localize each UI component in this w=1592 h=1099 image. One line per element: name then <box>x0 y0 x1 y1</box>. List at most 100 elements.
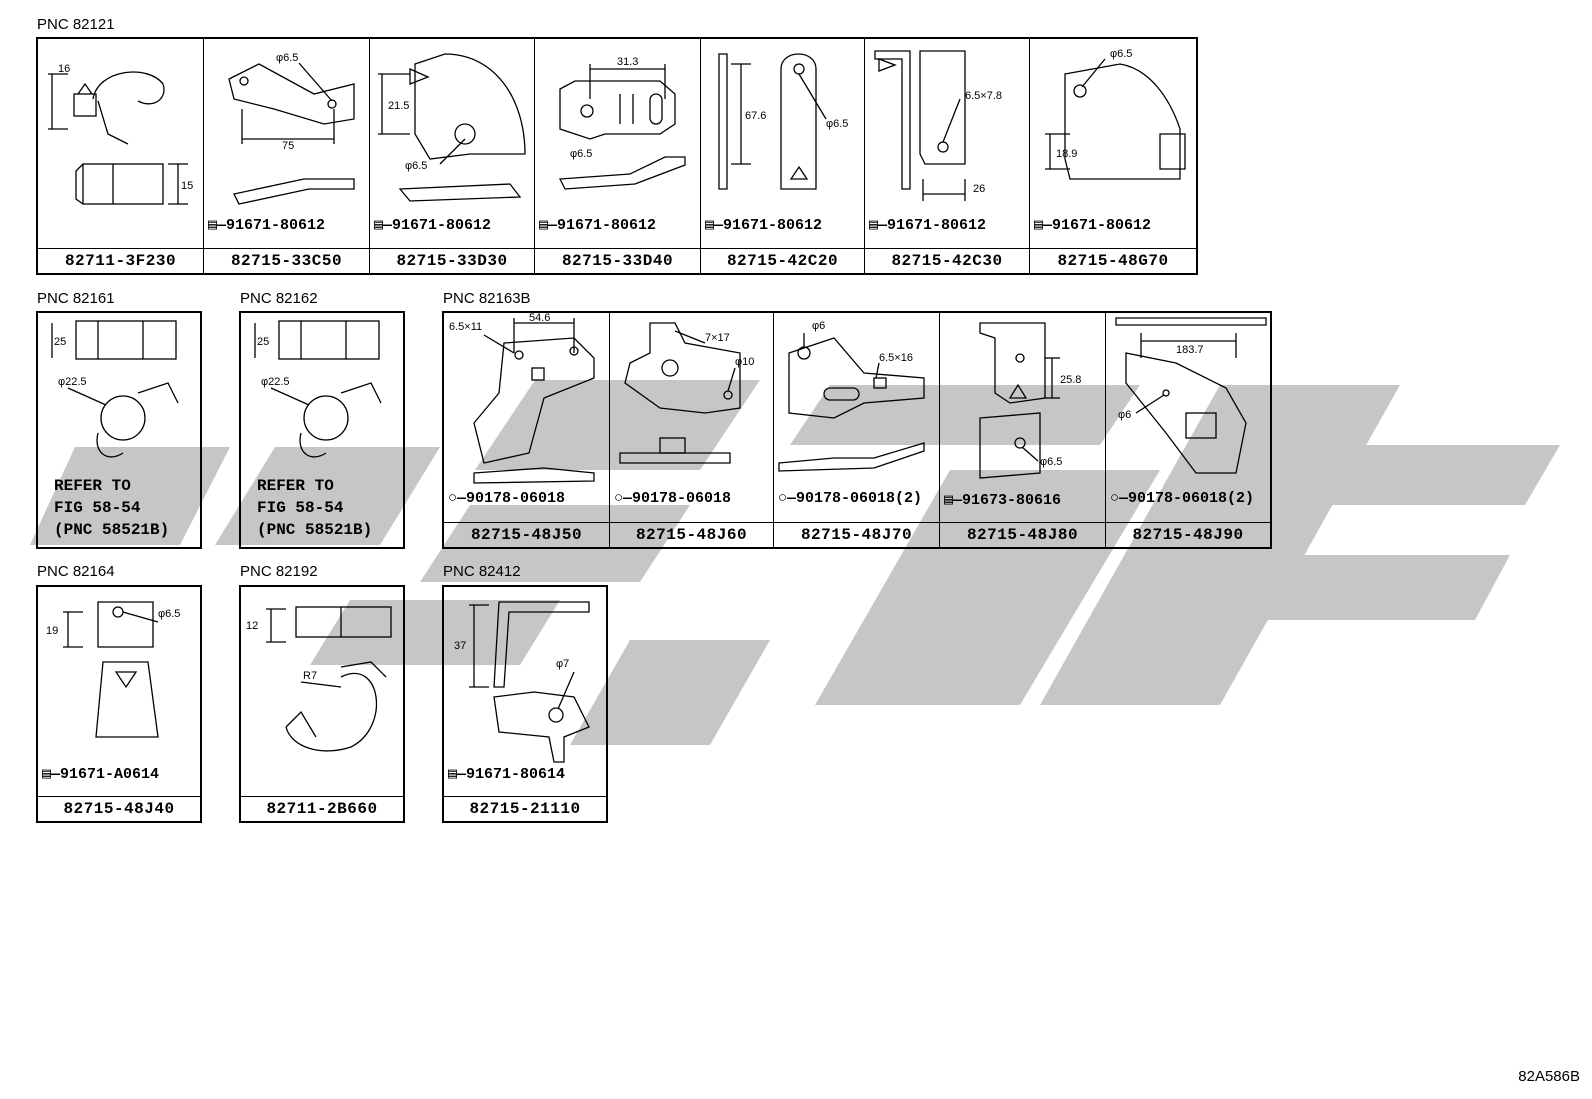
fastener-number: 91671-80614 <box>466 766 566 783</box>
part-number: 82715-42C30 <box>865 248 1029 273</box>
dim-label: φ6.5 <box>826 118 848 130</box>
dim-label: 26 <box>973 183 985 195</box>
part-cell-82715-42c20[interactable]: 67.6 φ6.5 ▤—91671-80612 82715-42C20 <box>701 39 865 273</box>
part-cell-82715-48j50[interactable]: 6.5×11 54.6 ○—90178-06018 82715-48J50 <box>444 313 610 547</box>
refer-note: REFER TO FIG 58-54 (PNC 58521B) <box>257 475 372 541</box>
screw-fastener: ○—90178-06018(2) <box>778 490 923 507</box>
clamp-drawing: 16 15 <box>48 63 193 205</box>
part-cell-82715-33c50[interactable]: φ6.5 75 ▤—91671-80612 82715-33C50 <box>204 39 370 273</box>
fastener-number: 91671-A0614 <box>60 766 160 783</box>
part-cell-82715-48j70[interactable]: φ6 6.5×16 ○—90178-06018(2) 82715-48J70 <box>774 313 940 547</box>
refer-line: REFER TO <box>257 477 334 495</box>
clamp-drawing: 12 R7 <box>246 606 392 752</box>
part-cell-82715-21110[interactable]: 37 φ7 ▤—91671-80614 82715-21110 <box>444 587 606 821</box>
bracket-drawing: 6.5×7.8 26 <box>874 50 1002 201</box>
dim-label: 67.6 <box>745 110 766 122</box>
part-cell-82715-42c30[interactable]: 6.5×7.8 26 ▤—91671-80612 82715-42C30 <box>865 39 1030 273</box>
part-cell-82715-33d30[interactable]: 21.5 φ6.5 ▤—91671-80612 82715-33D30 <box>370 39 535 273</box>
part-number: 82711-2B660 <box>241 796 403 821</box>
pnc-label-82161: PNC 82161 <box>37 290 115 307</box>
refer-line: REFER TO <box>54 477 131 495</box>
dim-label: 6.5×16 <box>879 352 913 364</box>
bolt-fastener: ▤—91671-80612 <box>208 217 326 234</box>
dim-label: φ6.5 <box>405 160 427 172</box>
part-number: 82715-48J70 <box>774 522 939 547</box>
pnc-label-82162: PNC 82162 <box>240 290 318 307</box>
group-82163b: 6.5×11 54.6 ○—90178-06018 82715-48J50 7×… <box>442 311 1272 549</box>
dim-label: φ22.5 <box>58 376 87 388</box>
dim-label: φ10 <box>735 356 754 368</box>
group-82412: 37 φ7 ▤—91671-80614 82715-21110 <box>442 585 608 823</box>
dim-label: 25 <box>54 336 66 348</box>
part-cell-82715-33d40[interactable]: 31.3 φ6.5 ▤—91671-80612 82715-33D40 <box>535 39 701 273</box>
clip-drawing: 25 φ22.5 <box>51 320 179 458</box>
bracket-drawing: φ6 6.5×16 <box>778 320 925 472</box>
part-cell-82711-2b660[interactable]: 12 R7 82711-2B660 <box>241 587 403 821</box>
group-82192: 12 R7 82711-2B660 <box>239 585 405 823</box>
part-cell-82715-48j90[interactable]: 183.7 φ6 ○—90178-06018(2) 82715-48J90 <box>1106 313 1270 547</box>
part-number: 82715-48J60 <box>610 522 773 547</box>
refer-note: REFER TO FIG 58-54 (PNC 58521B) <box>54 475 169 541</box>
bracket-drawing: φ6.5 18.9 <box>1045 48 1186 180</box>
dim-label: 15 <box>181 180 193 192</box>
part-number: 82715-48J50 <box>444 522 609 547</box>
part-number: 82715-48J40 <box>38 796 200 821</box>
part-number: 82715-42C20 <box>701 248 864 273</box>
pnc-label-82163b: PNC 82163B <box>443 290 531 307</box>
part-number: 82715-33C50 <box>204 248 369 273</box>
dim-label: 75 <box>282 140 294 152</box>
bolt-fastener: ▤—91671-80612 <box>539 217 657 234</box>
bolt-icon: ▤ <box>539 217 549 234</box>
group-82121: 16 15 82711-3F230 φ6.5 75 ▤—91671-80612 … <box>36 37 1198 275</box>
bracket-drawing: φ6.5 75 <box>228 52 355 205</box>
group-82162: 25 φ22.5 REFER TO FIG 58-54 (PNC 58521B) <box>239 311 405 549</box>
dim-label: φ22.5 <box>261 376 290 388</box>
part-cell-82715-48j60[interactable]: 7×17 φ10 ○—90178-06018 82715-48J60 <box>610 313 774 547</box>
bracket-drawing: 183.7 φ6 <box>1115 317 1267 474</box>
bolt-icon: ▤ <box>705 217 715 234</box>
part-cell-82715-48j40[interactable]: 19 φ6.5 ▤—91671-A0614 82715-48J40 <box>38 587 200 821</box>
part-cell-82161[interactable]: 25 φ22.5 REFER TO FIG 58-54 (PNC 58521B) <box>38 313 200 547</box>
dim-label: 19 <box>46 625 58 637</box>
part-cell-82715-48j80[interactable]: 25.8 φ6.5 ▤—91673-80616 82715-48J80 <box>940 313 1106 547</box>
dim-label: 6.5×7.8 <box>965 90 1002 102</box>
part-cell-82711-3f230[interactable]: 16 15 82711-3F230 <box>38 39 204 273</box>
bolt-icon: ▤ <box>208 217 218 234</box>
bolt-icon: ▤ <box>1034 217 1044 234</box>
clip-drawing: 25 φ22.5 <box>254 320 382 458</box>
dim-label: 12 <box>246 620 258 632</box>
part-cell-82162[interactable]: 25 φ22.5 REFER TO FIG 58-54 (PNC 58521B) <box>241 313 403 547</box>
refer-line: (PNC 58521B) <box>54 521 170 539</box>
screw-fastener: ○—90178-06018(2) <box>1110 490 1255 507</box>
fastener-number: 91671-80612 <box>392 217 492 234</box>
bolt-fastener: ▤—91671-80612 <box>705 217 823 234</box>
fastener-number: 90178-06018(2) <box>796 490 923 507</box>
dim-label: φ6.5 <box>1110 48 1132 60</box>
part-number: 82715-48G70 <box>1030 248 1196 273</box>
bracket-drawing: 67.6 φ6.5 <box>718 53 848 190</box>
part-number: 82711-3F230 <box>38 248 203 273</box>
dim-label: 25.8 <box>1060 374 1081 386</box>
bolt-fastener: ▤—91671-A0614 <box>42 766 160 783</box>
dim-label: 18.9 <box>1056 148 1077 160</box>
screw-icon: ○ <box>778 490 788 507</box>
dim-label: 183.7 <box>1176 344 1204 356</box>
fastener-number: 91673-80616 <box>962 492 1062 509</box>
group-82161: 25 φ22.5 REFER TO FIG 58-54 (PNC 58521B) <box>36 311 202 549</box>
part-cell-82715-48g70[interactable]: φ6.5 18.9 ▤—91671-80612 82715-48G70 <box>1030 39 1196 273</box>
part-number: 82715-21110 <box>444 796 606 821</box>
bracket-drawing: 21.5 φ6.5 <box>378 53 526 202</box>
part-number: 82715-33D40 <box>535 248 700 273</box>
fastener-number: 91671-80612 <box>557 217 657 234</box>
screw-icon: ○ <box>1110 490 1120 507</box>
pnc-label-82192: PNC 82192 <box>240 563 318 580</box>
dim-label: 37 <box>454 640 466 652</box>
dim-label: φ6 <box>812 320 825 332</box>
bracket-drawing: 6.5×11 54.6 <box>449 313 595 484</box>
bracket-drawing: 31.3 φ6.5 <box>558 56 686 190</box>
dim-label: 31.3 <box>617 56 638 68</box>
dim-label: 54.6 <box>529 313 550 324</box>
part-number: 82715-48J90 <box>1106 522 1270 547</box>
fastener-number: 91671-80612 <box>723 217 823 234</box>
